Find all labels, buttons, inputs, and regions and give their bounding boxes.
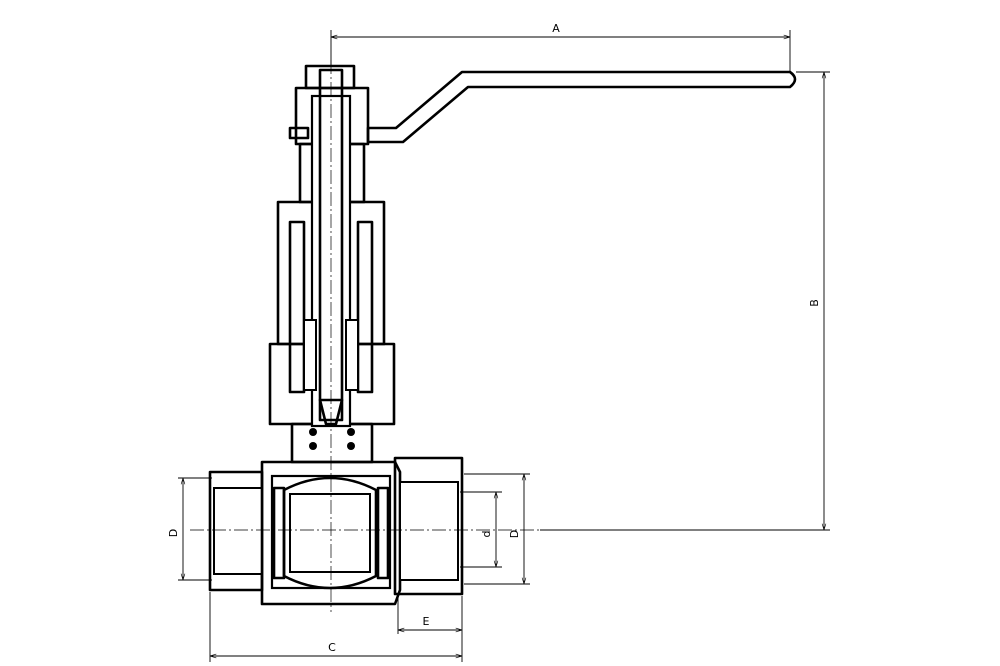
dim-label-A: A xyxy=(552,22,560,35)
lever-handle xyxy=(288,70,797,144)
dim-label-D-right: D xyxy=(508,530,521,538)
center-lines xyxy=(190,60,540,612)
dim-label-d: d xyxy=(480,531,493,538)
dimension-E: E xyxy=(397,596,462,634)
dim-label-B: B xyxy=(808,299,821,307)
dimension-D-left: D xyxy=(167,477,212,581)
stem-assembly xyxy=(268,64,396,464)
dimension-d: d xyxy=(460,491,502,568)
dim-label-D-left: D xyxy=(167,529,180,537)
dimension-A: A xyxy=(330,22,791,72)
dimension-C: C xyxy=(209,592,463,662)
dim-label-E: E xyxy=(423,615,430,628)
valve-body xyxy=(208,456,464,606)
dimension-D-right: D xyxy=(464,473,530,585)
dim-label-C: C xyxy=(328,641,336,654)
dimension-B: B xyxy=(540,71,830,531)
